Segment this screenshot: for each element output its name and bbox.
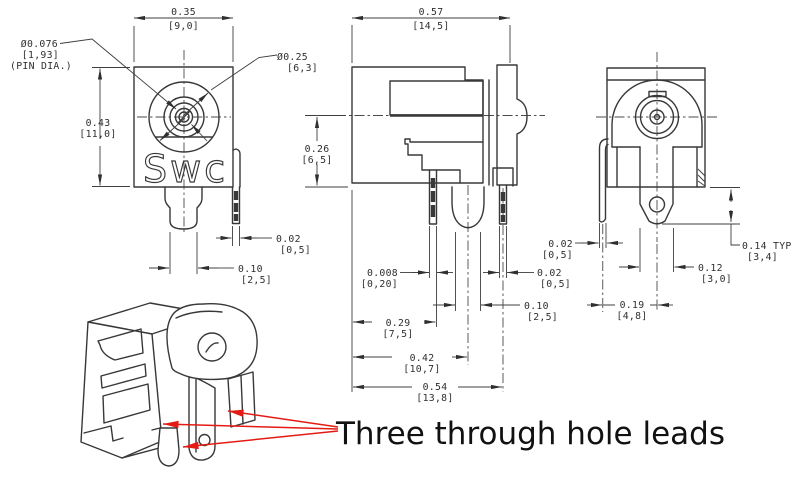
dim-rear-protrusion-mm: [3,4]: [747, 252, 778, 263]
rear-pin-dot: [653, 113, 661, 121]
side-barrel-block: [389, 80, 484, 116]
rear-view-dimensions: 0.02 [0,5] 0.14 TYP [3,4] 0.12 [3,0] 0.1…: [542, 187, 792, 322]
dim-side-overall-in: 0.54: [423, 382, 448, 393]
dim-pin-dia-note: (PIN DIA.): [10, 61, 72, 72]
dim-front-height-in: 0.43: [86, 118, 111, 129]
side-view: 0.57 [14,5] 0.26 [6,5] 0.008 [0,20] 0.02…: [302, 7, 571, 404]
iso-barrel-hole: [197, 332, 227, 362]
iso-lead-connector: [151, 427, 161, 431]
dim-side-center-h-in: 0.26: [305, 144, 330, 155]
iso-slot-mid: [100, 363, 147, 389]
dim-rear-tab-w-mm: [3,0]: [701, 274, 732, 285]
dim-front-lead-w-in: 0.10: [238, 264, 263, 275]
dim-side-width-mm: [14,5]: [412, 21, 449, 32]
rear-arch: [611, 79, 703, 148]
rear-left-lead: [598, 138, 609, 223]
rear-bushing-inner-circle: [639, 99, 675, 135]
red-arrow-2: [162, 420, 339, 430]
barrel-inner-circle: [169, 102, 199, 132]
dim-front-width-mm: [9,0]: [168, 21, 199, 32]
dim-side-width-in: 0.57: [419, 7, 444, 18]
dim-side-overall-mm: [13,8]: [416, 393, 453, 404]
iso-slot-top: [97, 328, 144, 361]
rear-pin-circle: [649, 109, 665, 125]
front-right-lead: [231, 186, 241, 225]
pin-slash: [177, 110, 191, 124]
dim-side-sp1-in: 0.29: [386, 318, 411, 329]
dim-side-lead-w-in: 0.10: [524, 301, 549, 312]
pin-outer-circle: [174, 107, 194, 127]
dim-side-sp2-in: 0.42: [410, 353, 435, 364]
dim-rear-pitch-in: 0.19: [620, 300, 645, 311]
dim-pin-dia-mm: [1,93]: [22, 50, 59, 61]
rear-key-tab: [648, 90, 667, 98]
front-view-dimensions: 0.35 [9,0] 0.43 [11,0] Ø0.076 [1,93] (PI…: [10, 7, 318, 286]
dim-barrel-dia-mm: [6,3]: [287, 63, 318, 74]
dim-side-pin-thk-in: 0.008: [367, 268, 398, 279]
dim-rear-protrusion-in: 0.14 TYP: [742, 241, 792, 252]
dim-side-sp2-mm: [10,7]: [403, 364, 440, 375]
dim-rear-lead-thk-in: 0.02: [548, 239, 573, 250]
swc-logo-text: Swc: [143, 147, 228, 191]
dim-front-lead-thk-in: 0.02: [276, 234, 301, 245]
rear-body-outline: [606, 67, 706, 188]
rear-hatch-lines: [697, 168, 706, 187]
side-center-pin-lead: [451, 186, 485, 229]
isometric-view: [80, 302, 258, 467]
dim-side-pin-thk-mm: [0,20]: [361, 279, 398, 290]
dim-side-sp1-mm: [7,5]: [383, 329, 414, 340]
dim-barrel-dia-in: Ø0.25: [277, 51, 308, 63]
front-view: Swc 0.35 [9,0] 0.43 [11,0] Ø0.076 [1,93]…: [10, 7, 318, 286]
dim-side-lead-thk-mm: [0,5]: [540, 279, 571, 290]
dim-front-height-mm: [11,0]: [79, 129, 116, 140]
rear-strap-hole: [648, 196, 666, 213]
red-arrow-1: [227, 409, 339, 428]
red-arrow-3: [182, 430, 339, 450]
dim-side-center-h-mm: [6,5]: [302, 155, 333, 166]
iso-strap: [188, 376, 216, 461]
iso-bullet-lead: [157, 427, 180, 467]
dim-side-lead-w-mm: [2,5]: [527, 312, 558, 323]
side-view-dimensions: 0.57 [14,5] 0.26 [6,5] 0.008 [0,20] 0.02…: [302, 7, 571, 404]
dim-rear-tab-w-in: 0.12: [698, 263, 723, 274]
three-leads-note: Three through hole leads: [335, 416, 725, 452]
rear-strap: [639, 146, 674, 225]
pin-circle: [178, 111, 190, 123]
dim-front-lead-thk-mm: [0,5]: [280, 245, 311, 256]
dim-rear-pitch-mm: [4,8]: [617, 311, 648, 322]
leads-annotation: Three through hole leads: [162, 409, 725, 452]
dim-side-lead-thk-in: 0.02: [537, 268, 562, 279]
iso-step-cut: [83, 425, 124, 442]
side-left-lead: [428, 169, 438, 225]
rear-view-geometry: [596, 52, 717, 242]
dim-front-width-in: 0.35: [171, 7, 196, 18]
dim-front-lead-w-mm: [2,5]: [241, 275, 272, 286]
iso-slot-bottom: [102, 383, 151, 424]
front-center-lead: [164, 186, 203, 230]
dim-pin-dia-in: Ø0.076: [21, 38, 58, 50]
front-side-tab: [232, 148, 241, 188]
barrel-outer-circle: [148, 81, 220, 153]
dim-rear-lead-thk-mm: [0,5]: [542, 250, 573, 261]
side-body-outline: [351, 66, 484, 184]
iso-dome-inner-arch: [175, 310, 223, 319]
side-mount-flange: [496, 64, 528, 186]
front-view-geometry: Swc: [133, 50, 241, 234]
side-step-profile: [404, 138, 484, 184]
side-view-geometry: [336, 64, 545, 392]
iso-left-face: [80, 321, 163, 459]
rear-bushing-circle: [634, 94, 680, 140]
side-lead-tab: [492, 167, 514, 187]
side-right-lead: [498, 185, 508, 225]
rear-view: 0.02 [0,5] 0.14 TYP [3,4] 0.12 [3,0] 0.1…: [542, 52, 792, 322]
rear-inner-rails: [611, 146, 703, 188]
iso-pin-hint: [205, 342, 219, 353]
